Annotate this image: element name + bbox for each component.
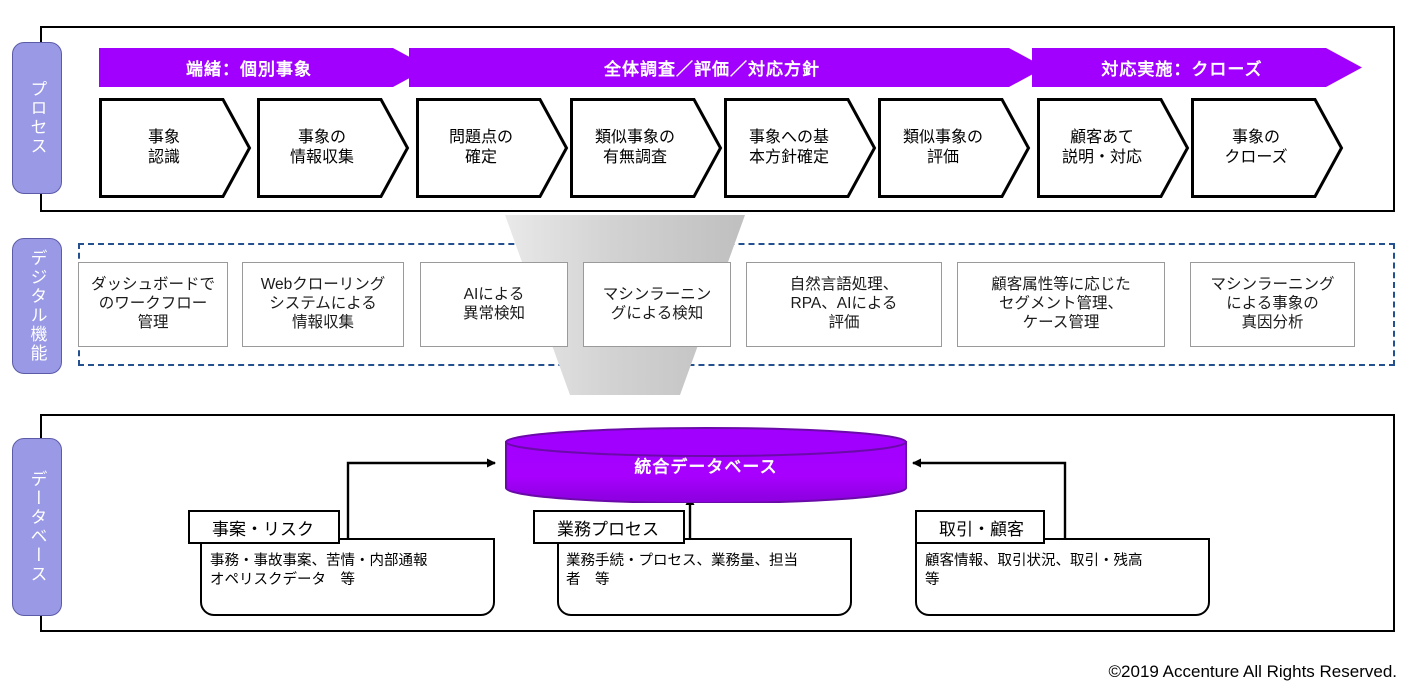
digital-card-1[interactable]: ダッシュボードで のワークフロー 管理 [78,262,228,347]
process-step-7[interactable]: 顧客あて 説明・対応 [1037,98,1190,198]
source-tab-3[interactable]: 取引・顧客 [915,510,1045,544]
process-step-3[interactable]: 問題点の 確定 [416,98,569,198]
phase-banner-1: 端緒：個別事象 [99,48,429,87]
band-label-database: データベース [12,438,62,616]
source-body-2 [557,538,852,616]
process-step-label: 事象の 情報収集 [289,129,354,166]
source-tab-2[interactable]: 業務プロセス [533,510,685,544]
process-step-label: 類似事象の 有無調査 [594,129,675,166]
source-tab-1[interactable]: 事案・リスク [188,510,340,544]
digital-card-5[interactable]: 自然言語処理、 RPA、AIによる 評価 [746,262,942,347]
process-step-label: 類似事象の 評価 [902,129,983,166]
process-step-1[interactable]: 事象 認識 [99,98,252,198]
digital-card-7[interactable]: マシンラーニング による事象の 真因分析 [1190,262,1355,347]
process-step-label: 問題点の 確定 [448,129,513,166]
digital-card-6[interactable]: 顧客属性等に応じた セグメント管理、 ケース管理 [957,262,1165,347]
copyright-footer: ©2019 Accenture All Rights Reserved. [1108,662,1397,681]
source-desc-2: 業務手続・プロセス、業務量、担当 者 等 [566,553,798,588]
process-step-label: 事象の クローズ [1224,129,1288,166]
digital-card-2[interactable]: Webクローリング システムによる 情報収集 [242,262,404,347]
source-desc-3: 顧客情報、取引状況、取引・残高 等 [925,553,1143,588]
process-step-label: 事象 認識 [147,129,180,166]
process-step-label: 事象への基 本方針確定 [748,129,829,166]
digital-card-4[interactable]: マシンラーニン グによる検知 [583,262,731,347]
phase-banner-2: 全体調査／評価／対応方針 [409,48,1045,87]
band-label-digital: デジタル機能 [12,238,62,374]
process-step-2[interactable]: 事象の 情報収集 [257,98,410,198]
phase-banner-3: 対応実施：クローズ [1032,48,1362,87]
band-label-process: プロセス [12,42,62,194]
source-body-3 [915,538,1210,616]
central-database-label: 統合データベース [634,457,778,477]
source-desc-1: 事務・事故事案、苦情・内部通報 オペリスクデータ 等 [210,553,428,588]
process-step-label: 顧客あて 説明・対応 [1061,129,1142,166]
process-step-6[interactable]: 類似事象の 評価 [878,98,1031,198]
source-body-1 [200,538,495,616]
process-step-5[interactable]: 事象への基 本方針確定 [724,98,877,198]
process-step-4[interactable]: 類似事象の 有無調査 [570,98,723,198]
process-step-8[interactable]: 事象の クローズ [1191,98,1344,198]
digital-card-3[interactable]: AIによる 異常検知 [420,262,568,347]
central-database-cylinder[interactable]: 統合データベース [504,427,908,503]
